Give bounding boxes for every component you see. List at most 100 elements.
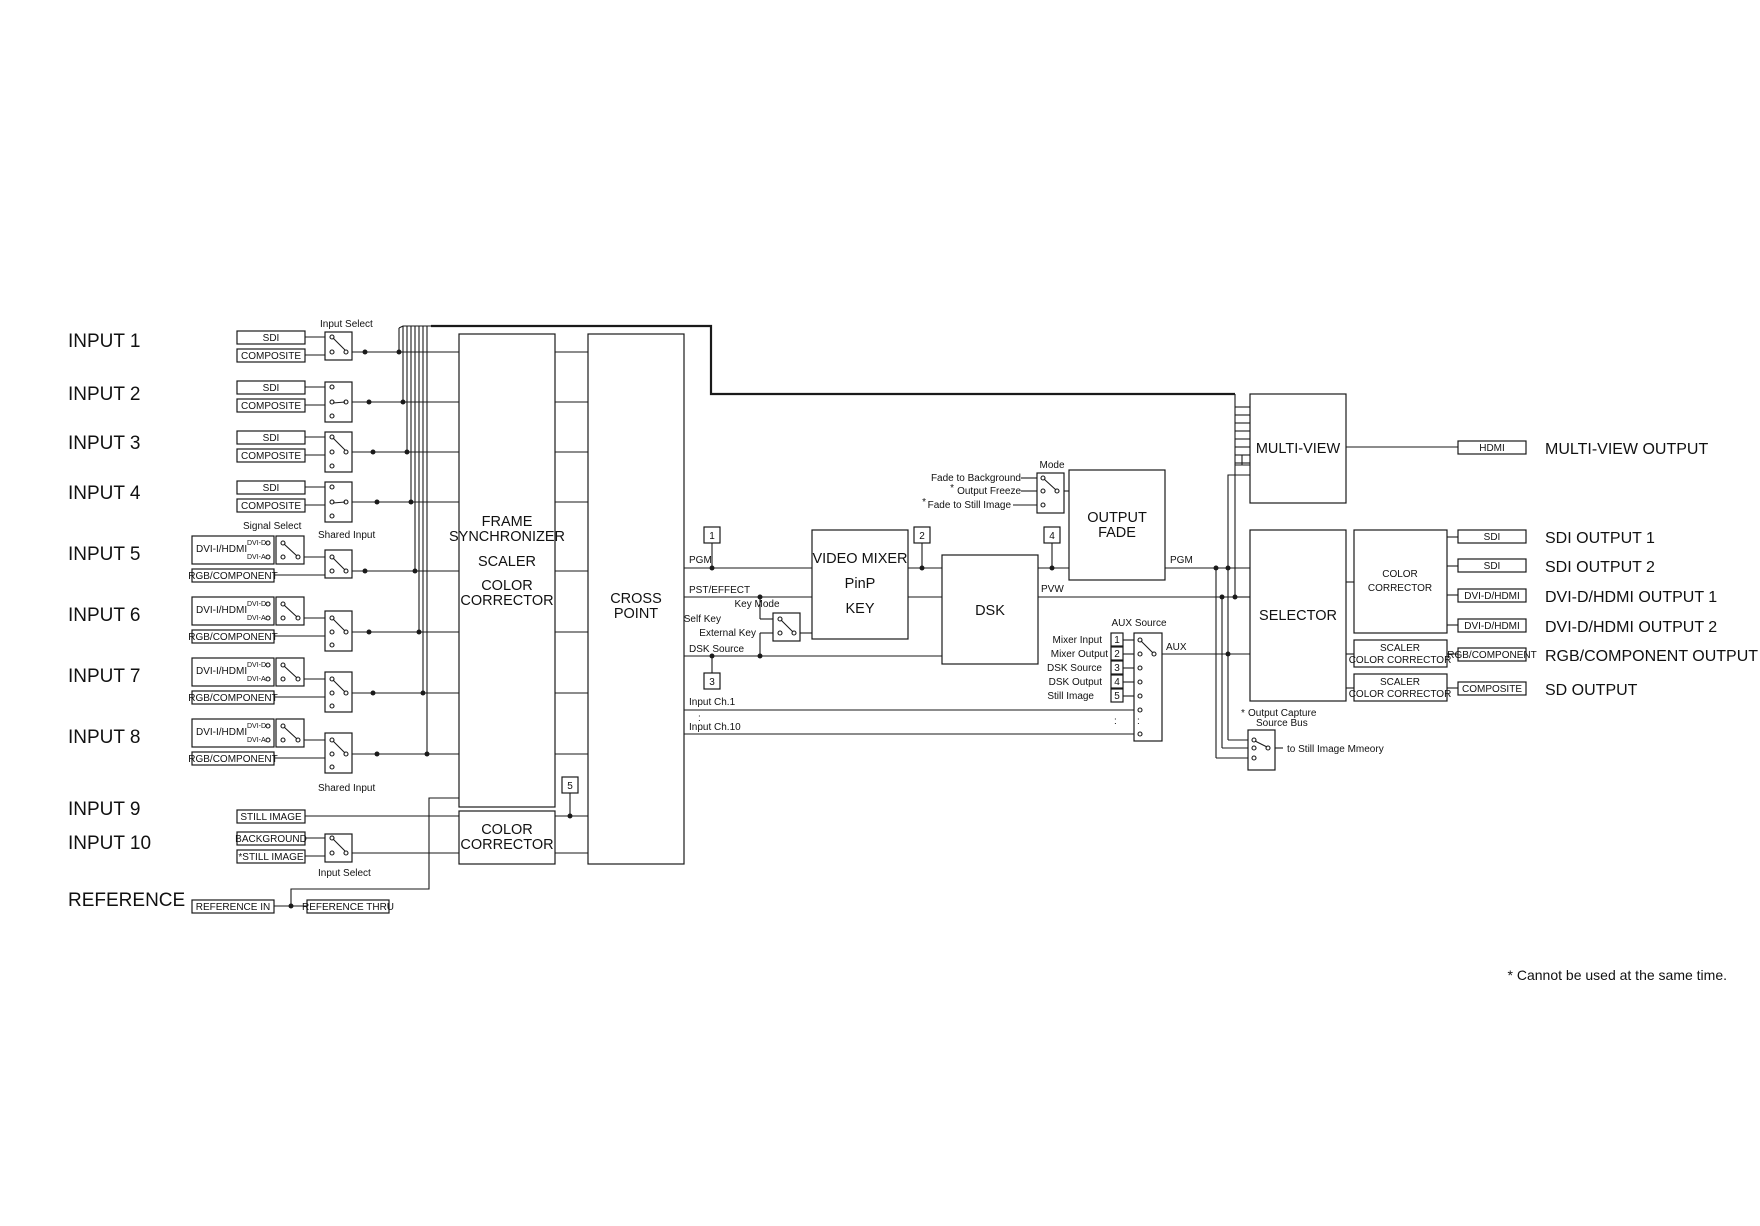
svg-text:5: 5 [1114,691,1120,702]
svg-text:SDI: SDI [1484,561,1501,572]
svg-text:VIDEO MIXER: VIDEO MIXER [812,551,907,567]
connector-dvi-hdmi-6 [191,596,275,626]
svg-text:SDI: SDI [263,483,280,494]
svg-text:DVI-D/HDMI: DVI-D/HDMI [1464,591,1520,602]
point-4-marker [1043,526,1061,544]
svg-text:Self Key: Self Key [684,614,721,625]
svg-text:DSK: DSK [975,603,1005,619]
rgb-output-label: RGB/COMPONENT OUTPUT [1545,648,1758,665]
output-fade-section: Mode Fade to Background Output Freeze * … [922,460,1250,581]
svg-text:CORRECTOR: CORRECTOR [460,837,553,853]
color-corrector-block [458,810,556,865]
svg-text:Input Ch.1: Input Ch.1 [689,697,736,708]
svg-text:COLOR CORRECTOR: COLOR CORRECTOR [1349,689,1452,700]
svg-text:RGB/COMPONENT: RGB/COMPONENT [1447,650,1536,661]
svg-text:*: * [950,483,954,494]
svg-text:PinP: PinP [845,576,876,592]
svg-text:COLOR: COLOR [481,822,533,838]
svg-text:Key Mode: Key Mode [734,599,779,610]
svg-text:POINT: POINT [614,606,658,622]
input-9-label: INPUT 9 [68,799,141,820]
svg-text:DVI-A: DVI-A [247,554,266,561]
svg-text:SCALER: SCALER [1380,643,1420,654]
svg-text:REFERENCE IN: REFERENCE IN [196,902,270,913]
multiview-tap-bus [398,324,1250,755]
scaler-sd-block [1353,673,1448,702]
svg-text::: : [1137,716,1140,727]
svg-text:*: * [922,497,926,508]
svg-text:PGM: PGM [689,555,712,566]
point-5-marker [561,776,579,794]
input-labels: INPUT 1 INPUT 2 INPUT 3 INPUT 4 INPUT 5 … [68,331,185,911]
svg-text:to Still Image Mmeory: to Still Image Mmeory [1287,744,1384,755]
video-mixer-block [811,529,909,640]
footnote: * Cannot be used at the same time. [1508,967,1727,983]
point-3-marker [703,672,721,690]
svg-text:1: 1 [709,531,715,542]
inputs-1-4: SDI COMPOSITE Input Select SDI COMPOSITE… [236,319,414,541]
input-10-label: INPUT 10 [68,833,151,854]
svg-text:Mode: Mode [1039,460,1064,471]
connector-rgb-out [1457,647,1527,662]
signal-select-label: Signal Select [243,521,302,532]
svg-text:*STILL IMAGE: *STILL IMAGE [238,852,304,863]
connector-composite-out [1457,681,1527,696]
svg-text:COLOR: COLOR [481,578,533,594]
svg-text:SDI: SDI [1484,532,1501,543]
svg-text:COMPOSITE: COMPOSITE [1462,684,1522,695]
svg-text:OUTPUT: OUTPUT [1087,510,1147,526]
svg-text:DVI-A: DVI-A [247,615,266,622]
svg-text:COMPOSITE: COMPOSITE [241,401,301,412]
selector-feeds: * Output Capture Source Bus to Still Ima… [1213,454,1384,771]
crosspoint-buses: PGM 1 PST/EFFECT Self Key Key Mode Exter… [684,526,1139,735]
processing-blocks: FRAME SYNCHRONIZER SCALER COLOR CORRECTO… [449,333,685,865]
svg-text:DVI-D: DVI-D [247,540,266,547]
svg-text:Input Ch.10: Input Ch.10 [689,722,741,733]
svg-text:DSK Source: DSK Source [1047,663,1102,674]
frame-synchronizer-block [458,333,556,808]
connector-dvi-hdmi-8 [191,718,275,748]
svg-text:CORRECTOR: CORRECTOR [1368,583,1432,594]
svg-text:Source Bus: Source Bus [1256,718,1308,729]
svg-text:AUX Source: AUX Source [1111,618,1166,629]
svg-text:KEY: KEY [845,601,874,617]
svg-text:2: 2 [919,531,925,542]
input-3-label: INPUT 3 [68,433,141,454]
connector-sdi-out-2 [1457,558,1527,573]
svg-text:1: 1 [1114,635,1120,646]
svg-text:PST/EFFECT: PST/EFFECT [689,585,750,596]
svg-text:DVI-I/HDMI: DVI-I/HDMI [196,727,247,738]
svg-text:2: 2 [1114,649,1120,660]
svg-text:4: 4 [1114,677,1120,688]
selector-block [1249,529,1347,702]
svg-text:3: 3 [709,677,715,688]
svg-text:SCALER: SCALER [478,554,536,570]
sd-output-label: SD OUTPUT [1545,682,1638,699]
svg-text:DVI-D: DVI-D [247,723,266,730]
svg-text:SCALER: SCALER [1380,677,1420,688]
svg-text:4: 4 [1049,531,1055,542]
svg-text:DVI-D: DVI-D [247,601,266,608]
svg-text:External Key: External Key [699,628,756,639]
dvi-output-1-label: DVI-D/HDMI OUTPUT 1 [1545,589,1717,606]
svg-text:DVI-I/HDMI: DVI-I/HDMI [196,666,247,677]
svg-text:*: * [1241,708,1245,719]
cross-point-block [587,333,685,865]
svg-text:Mixer Output: Mixer Output [1051,649,1108,660]
svg-text:CORRECTOR: CORRECTOR [460,593,553,609]
svg-text:HDMI: HDMI [1479,443,1505,454]
svg-text:DVI-A: DVI-A [247,737,266,744]
svg-text:COLOR: COLOR [1382,569,1418,580]
svg-text::: : [698,713,701,724]
shared-input-label-bottom: Shared Input [318,783,375,794]
capture-source-switch [1247,729,1276,771]
svg-text:RGB/COMPONENT: RGB/COMPONENT [188,571,277,582]
multi-view-block [1249,393,1347,504]
connector-sdi-out-1 [1457,529,1527,544]
sdi-output-2-label: SDI OUTPUT 2 [1545,559,1655,576]
input-select-switch-10 [324,833,353,863]
svg-text:SDI: SDI [263,333,280,344]
svg-text:STILL IMAGE: STILL IMAGE [240,812,302,823]
svg-text:SELECTOR: SELECTOR [1259,608,1337,624]
